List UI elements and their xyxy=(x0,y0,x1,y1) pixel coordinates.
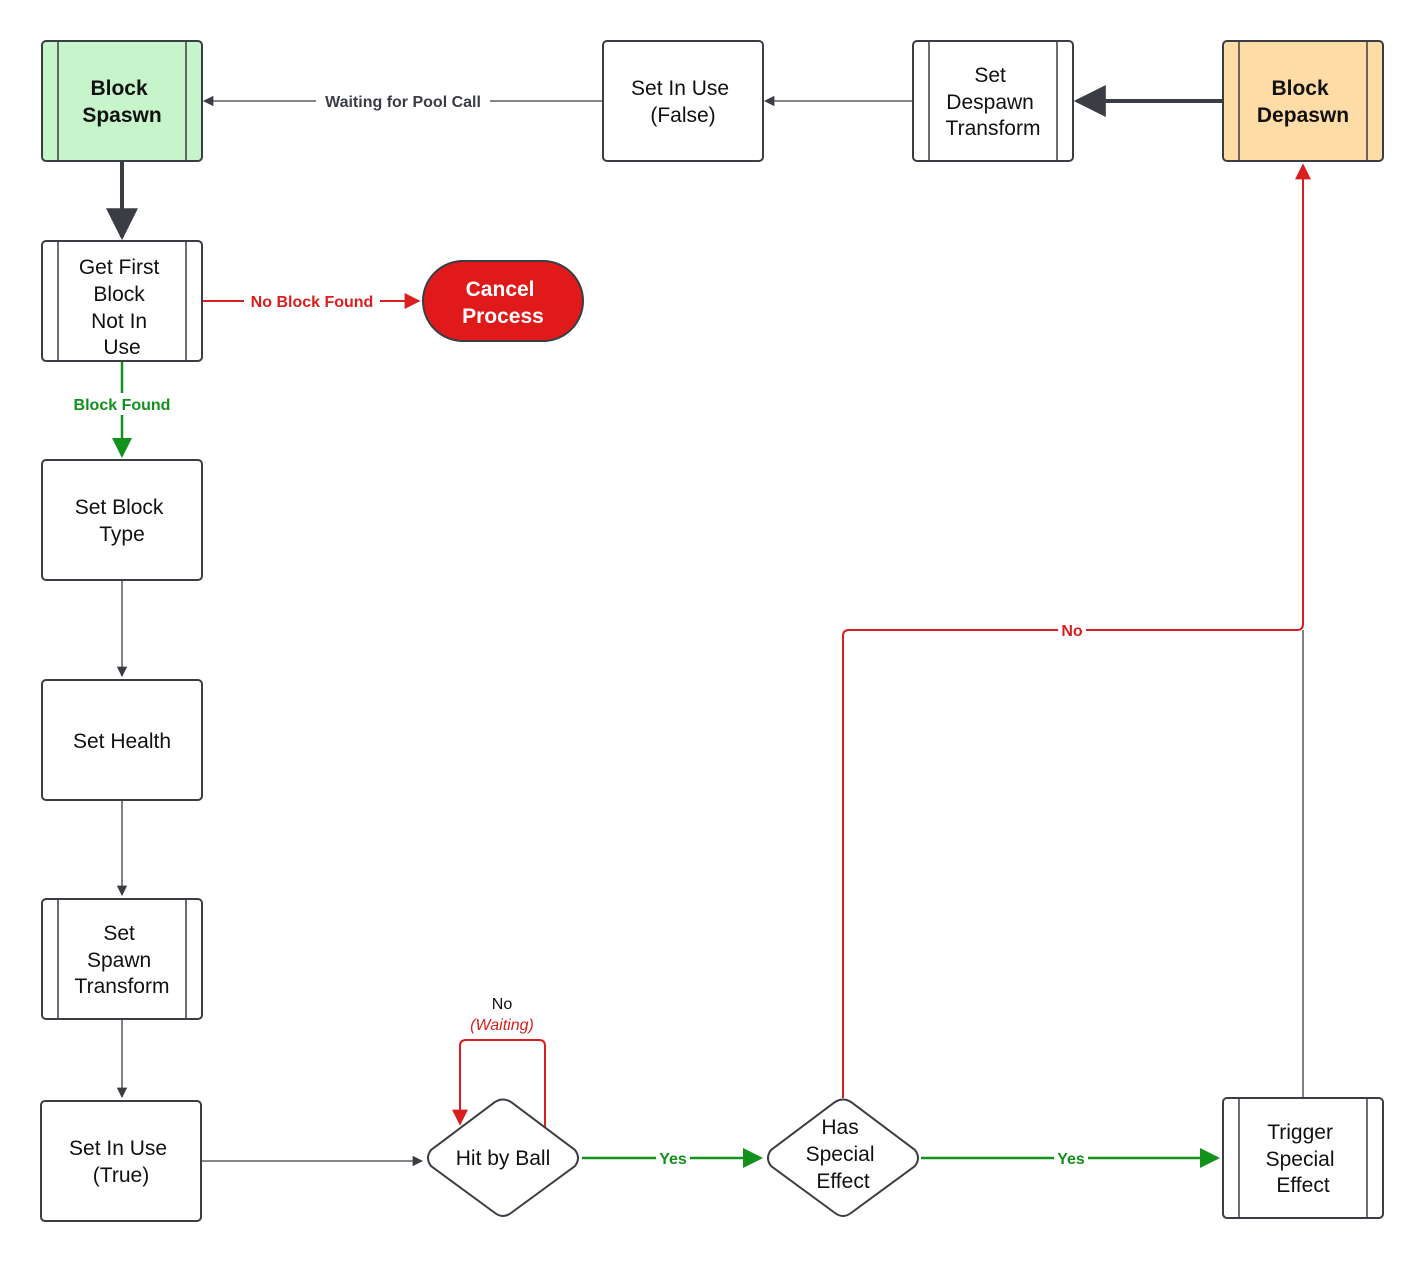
label-waiting-for-pool-call: Waiting for Pool Call xyxy=(325,94,481,111)
label-hit-no: No xyxy=(492,996,513,1013)
label-no-block-found: No Block Found xyxy=(251,294,374,311)
node-block-despawn-label: Block Depaswn xyxy=(1257,77,1349,127)
node-trigger-special-effect-label: Trigger Special Effect xyxy=(1266,1121,1341,1197)
node-set-in-use-true: Set In Use (True) xyxy=(40,1100,202,1222)
node-block-despawn: Block Depaswn xyxy=(1222,40,1384,162)
node-set-in-use-true-label: Set In Use (True) xyxy=(69,1137,173,1187)
node-get-first-block-label: Get First Block Not In Use xyxy=(79,256,165,359)
label-effect-yes: Yes xyxy=(1057,1151,1085,1168)
node-set-health: Set Health xyxy=(41,679,203,801)
node-block-spawn: Block Spaswn xyxy=(41,40,203,162)
node-set-in-use-false-label: Set In Use (False) xyxy=(631,77,735,127)
node-cancel-process: Cancel Process xyxy=(422,260,584,342)
label-hit-yes: Yes xyxy=(659,1151,687,1168)
label-hit-waiting: (Waiting) xyxy=(470,1017,534,1034)
node-set-despawn-transform: Set Despawn Transform xyxy=(912,40,1074,162)
node-set-in-use-false: Set In Use (False) xyxy=(602,40,764,162)
node-set-spawn-transform: Set Spawn Transform xyxy=(41,898,203,1020)
node-set-spawn-transform-label: Set Spawn Transform xyxy=(75,922,170,998)
node-cancel-process-label: Cancel Process xyxy=(462,278,544,328)
node-set-health-label: Set Health xyxy=(73,730,171,753)
node-has-special-effect: Has Special Effect xyxy=(767,1098,919,1217)
node-set-block-type-label: Set Block Type xyxy=(75,496,170,546)
node-set-despawn-transform-label: Set Despawn Transform xyxy=(946,64,1041,140)
node-trigger-special-effect: Trigger Special Effect xyxy=(1222,1097,1384,1219)
label-effect-no: No xyxy=(1061,623,1083,640)
node-get-first-block: Get First Block Not In Use xyxy=(41,240,203,362)
edges xyxy=(106,85,1311,1168)
node-block-spawn-label: Block Spaswn xyxy=(82,77,161,127)
label-block-found: Block Found xyxy=(74,397,171,414)
node-set-block-type: Set Block Type xyxy=(41,459,203,581)
node-hit-by-ball: Hit by Ball xyxy=(427,1098,579,1217)
edge-labels: Waiting for Pool Call No Block Found Blo… xyxy=(68,90,1088,1168)
node-hit-by-ball-label: Hit by Ball xyxy=(456,1147,551,1170)
node-has-special-effect-label: Has Special Effect xyxy=(806,1116,881,1193)
edge-hit-self-loop xyxy=(452,1039,546,1127)
